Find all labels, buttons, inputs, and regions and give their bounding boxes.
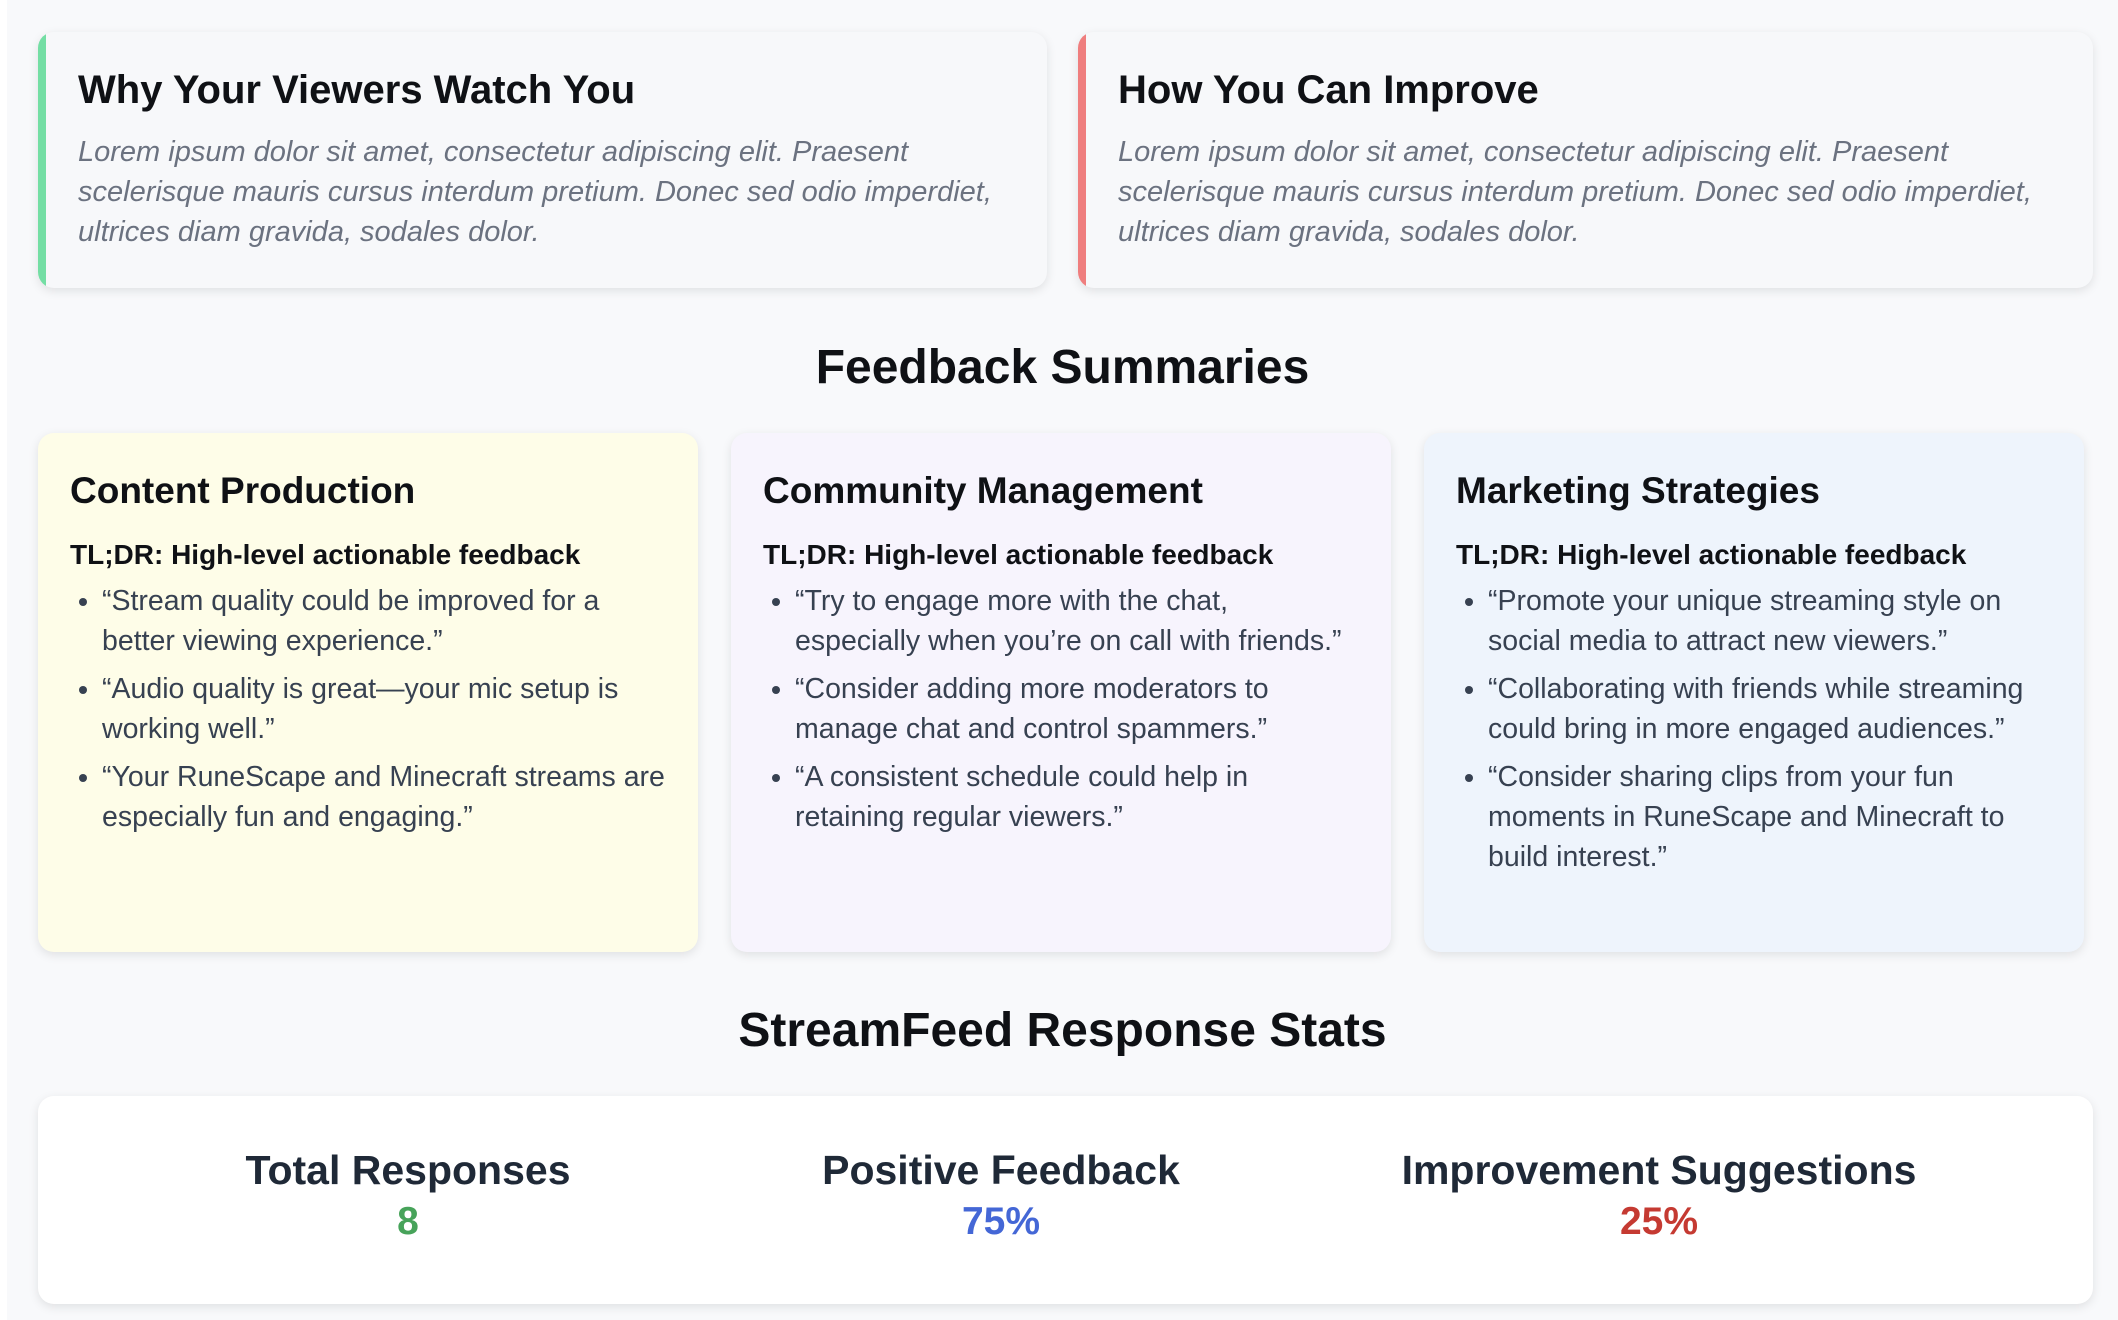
stat-improvement-suggestions: Improvement Suggestions 25% bbox=[1349, 1146, 1969, 1246]
content-production-card: Content Production TL;DR: High-level act… bbox=[38, 433, 698, 952]
stat-label: Positive Feedback bbox=[822, 1147, 1180, 1193]
feedback-list: “Promote your unique streaming style on … bbox=[1456, 581, 2052, 877]
community-management-card: Community Management TL;DR: High-level a… bbox=[731, 433, 1391, 952]
response-stats-card: Total Responses 8 Positive Feedback 75% … bbox=[38, 1096, 2093, 1304]
stat-value: 25% bbox=[1619, 1200, 1699, 1244]
why-viewers-watch-body: Lorem ipsum dolor sit amet, consectetur … bbox=[78, 136, 992, 248]
summary-tldr: TL;DR: High-level actionable feedback bbox=[70, 539, 581, 571]
feedback-item: “Promote your unique streaming style on … bbox=[1488, 581, 2052, 661]
feedback-item: “Consider sharing clips from your fun mo… bbox=[1488, 757, 2052, 877]
how-to-improve-title: How You Can Improve bbox=[1118, 68, 1539, 112]
response-stats-heading: StreamFeed Response Stats bbox=[738, 1004, 1387, 1057]
feedback-item: “A consistent schedule could help in ret… bbox=[795, 757, 1359, 837]
summary-tldr: TL;DR: High-level actionable feedback bbox=[763, 539, 1274, 571]
feedback-item: “Collaborating with friends while stream… bbox=[1488, 669, 2052, 749]
how-to-improve-card: How You Can Improve Lorem ipsum dolor si… bbox=[1078, 32, 2093, 288]
stat-total-responses: Total Responses 8 bbox=[178, 1146, 638, 1246]
feedback-item: “Audio quality is great—your mic setup i… bbox=[102, 669, 666, 749]
summary-tldr: TL;DR: High-level actionable feedback bbox=[1456, 539, 1967, 571]
feedback-summaries-heading: Feedback Summaries bbox=[815, 341, 1310, 394]
dashboard-page: Why Your Viewers Watch You Lorem ipsum d… bbox=[7, 0, 2118, 1320]
summary-card-title: Content Production bbox=[70, 470, 416, 511]
stat-value: 8 bbox=[397, 1200, 419, 1244]
stat-positive-feedback: Positive Feedback 75% bbox=[771, 1146, 1231, 1246]
feedback-list: “Stream quality could be improved for a … bbox=[70, 581, 666, 837]
feedback-item: “Your RuneScape and Minecraft streams ar… bbox=[102, 757, 666, 837]
how-to-improve-body: Lorem ipsum dolor sit amet, consectetur … bbox=[1118, 136, 2032, 248]
feedback-list: “Try to engage more with the chat, espec… bbox=[763, 581, 1359, 837]
marketing-strategies-card: Marketing Strategies TL;DR: High-level a… bbox=[1424, 433, 2084, 952]
feedback-item: “Try to engage more with the chat, espec… bbox=[795, 581, 1359, 661]
stat-value: 75% bbox=[961, 1200, 1041, 1244]
stat-label: Total Responses bbox=[245, 1147, 571, 1193]
feedback-item: “Stream quality could be improved for a … bbox=[102, 581, 666, 661]
feedback-item: “Consider adding more moderators to mana… bbox=[795, 669, 1359, 749]
summary-card-title: Marketing Strategies bbox=[1456, 470, 1820, 511]
why-viewers-watch-card: Why Your Viewers Watch You Lorem ipsum d… bbox=[38, 32, 1047, 288]
stat-label: Improvement Suggestions bbox=[1401, 1147, 1917, 1193]
summary-card-title: Community Management bbox=[763, 470, 1203, 511]
why-viewers-watch-title: Why Your Viewers Watch You bbox=[78, 68, 636, 112]
